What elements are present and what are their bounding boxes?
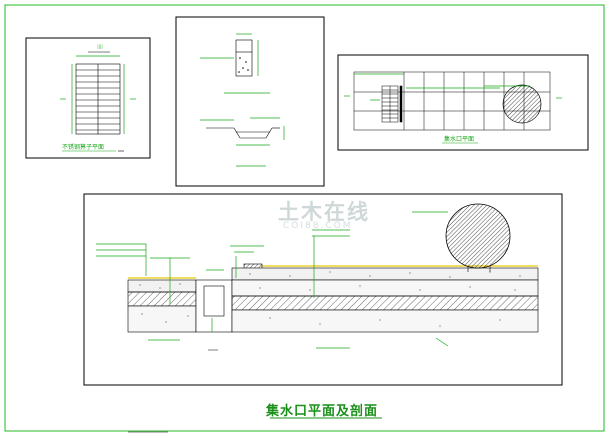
drawing-title: 集水口平面及剖面 <box>265 404 378 419</box>
plan-cover-caption: 不锈钢箅子平面 <box>62 143 104 151</box>
plan-outlet-caption: 集水口平面 <box>444 135 474 143</box>
view-plan-outlet: 集水口平面 <box>337 54 589 151</box>
svg-text:||||: |||| <box>97 44 102 49</box>
sheet-border <box>4 4 605 432</box>
view-plan-cover: |||| 不锈钢箅子平面 <box>25 37 151 159</box>
watermark-sub: COI88.COM <box>283 221 353 231</box>
view-section <box>83 193 563 386</box>
view-detail <box>175 16 325 187</box>
watermark: 土木在线 <box>278 200 370 224</box>
